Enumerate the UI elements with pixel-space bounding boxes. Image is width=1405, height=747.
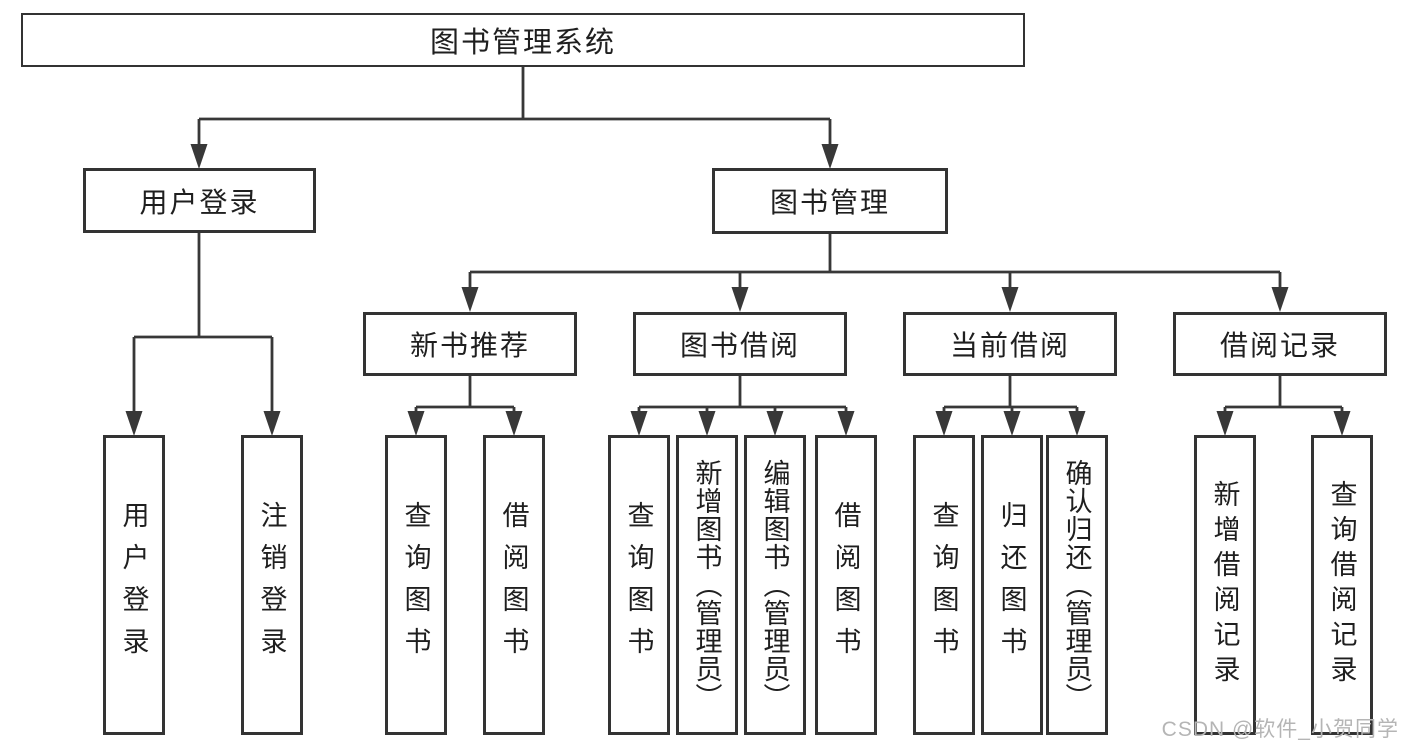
leaf-current-return-book: 归还图书 [981, 435, 1043, 735]
node-new-book-recommend: 新书推荐 [363, 312, 577, 376]
leaf-user-login: 用户登录 [103, 435, 165, 735]
watermark: CSDN @软件_小贺同学 [1161, 718, 1399, 741]
leaf-logout: 注销登录 [241, 435, 303, 735]
arrowhead-icons [125, 144, 1351, 436]
node-borrow-records: 借阅记录 [1173, 312, 1387, 376]
leaf-borrow-borrow-book: 借阅图书 [815, 435, 877, 735]
leaf-recommend-query-book: 查询图书 [385, 435, 447, 735]
node-root-library-system: 图书管理系统 [21, 13, 1025, 67]
node-current-borrow: 当前借阅 [903, 312, 1117, 376]
leaf-current-query-book: 查询图书 [913, 435, 975, 735]
node-user-login: 用户登录 [83, 168, 316, 233]
leaf-borrow-add-book-admin: 新增图书（管理员） [676, 435, 738, 735]
leaf-current-confirm-return-admin: 确认归还（管理员） [1046, 435, 1108, 735]
leaf-borrow-edit-book-admin: 编辑图书（管理员） [744, 435, 806, 735]
leaf-recommend-borrow-book: 借阅图书 [483, 435, 545, 735]
leaf-records-query-record: 查询借阅记录 [1311, 435, 1373, 735]
node-book-management: 图书管理 [712, 168, 948, 234]
leaf-borrow-query-book: 查询图书 [608, 435, 670, 735]
node-book-borrow: 图书借阅 [633, 312, 847, 376]
leaf-records-add-record: 新增借阅记录 [1194, 435, 1256, 735]
